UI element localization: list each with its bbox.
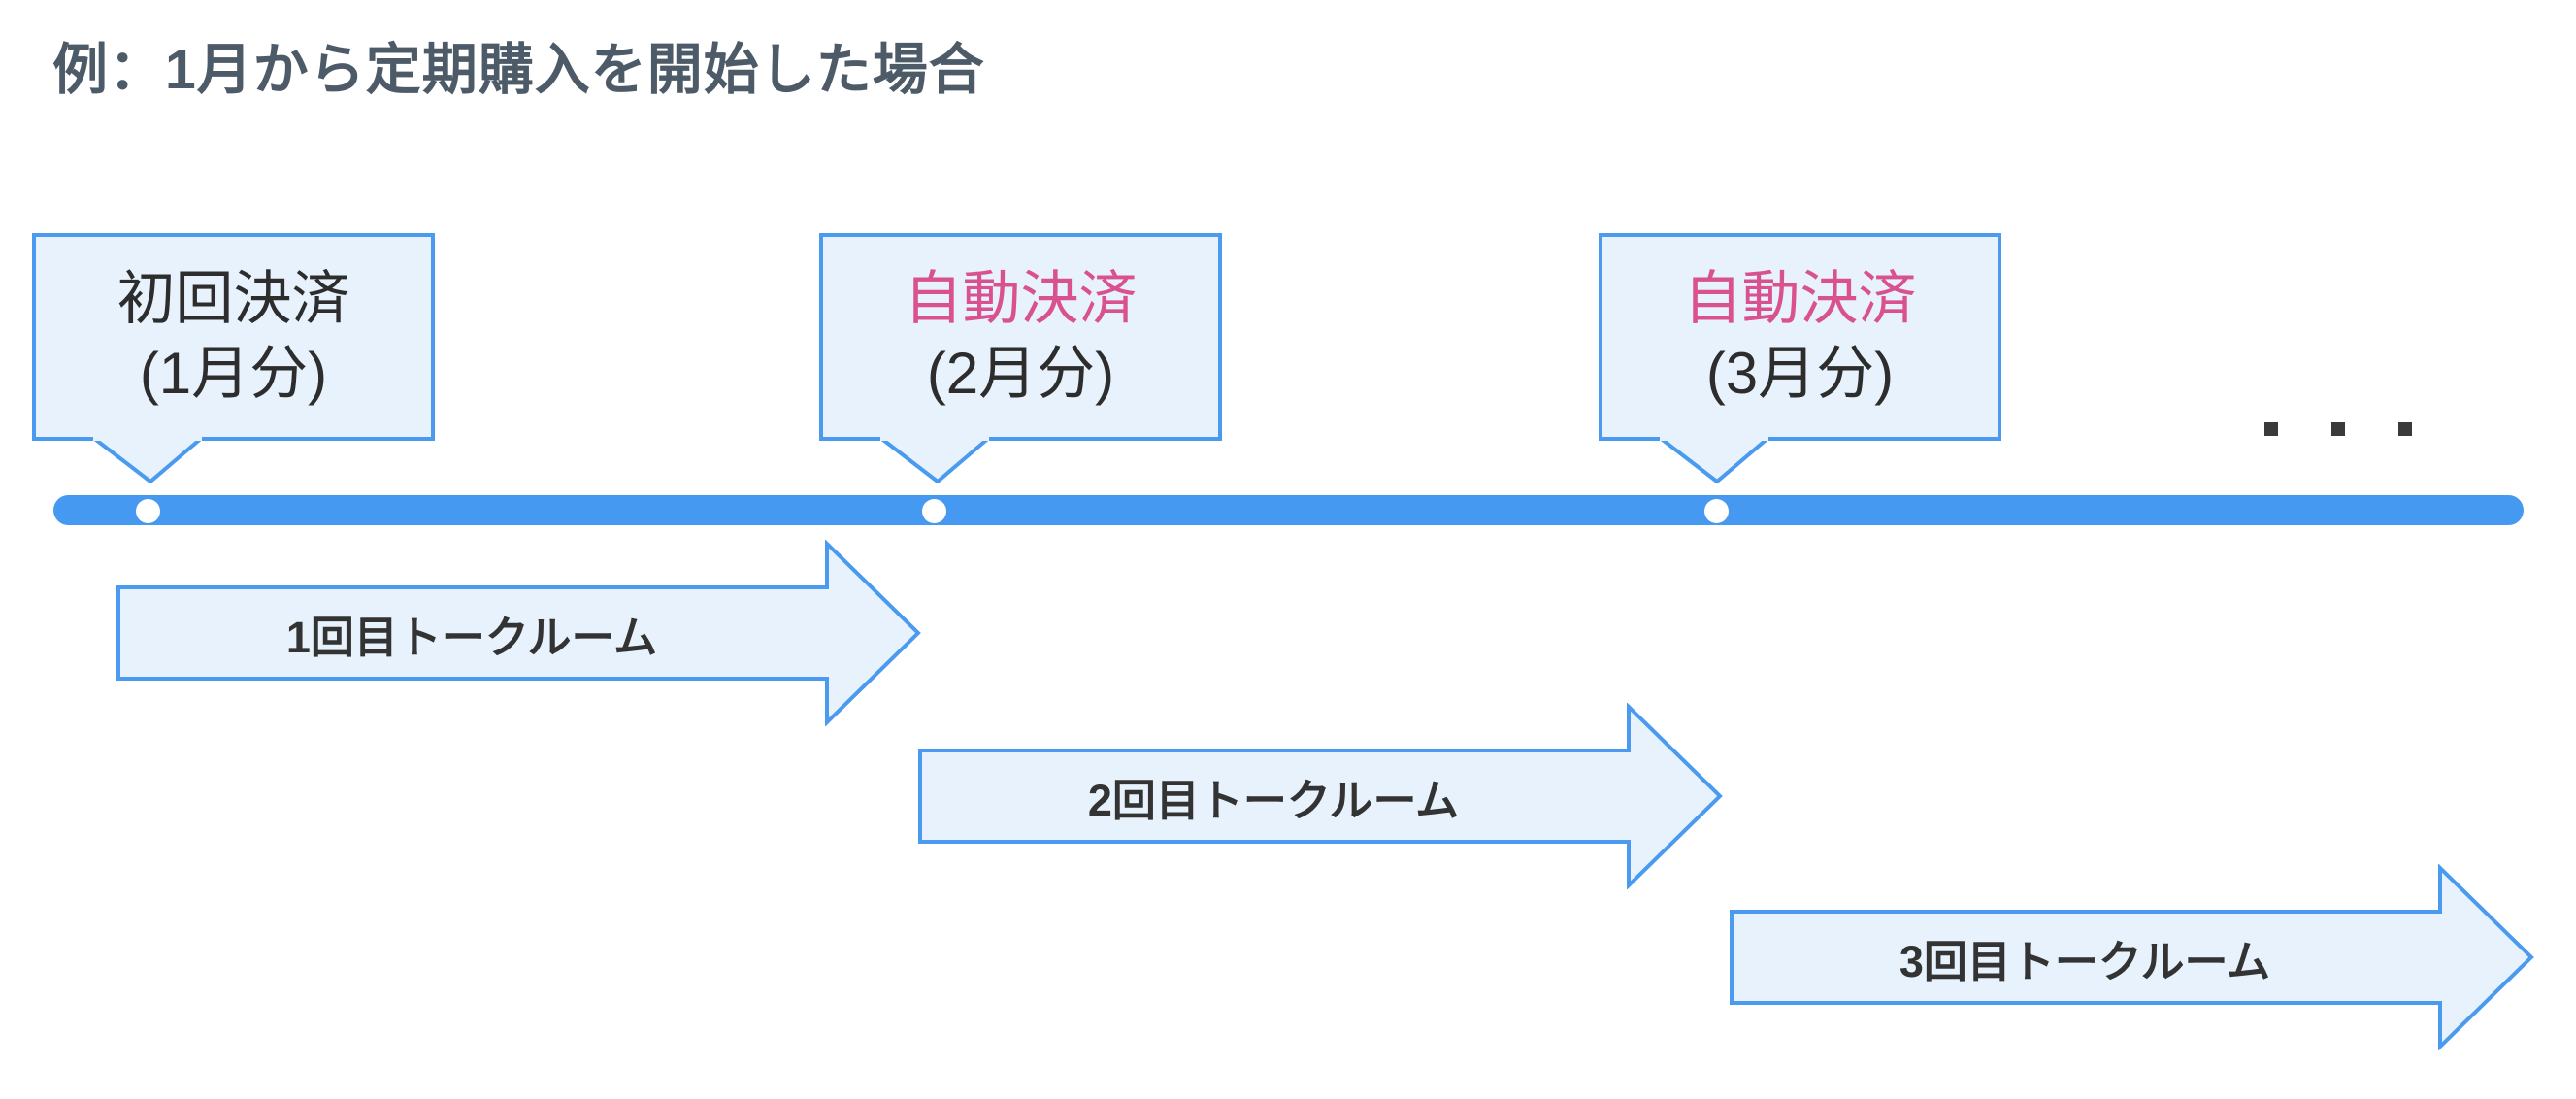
callout-line1: 初回決済 [116,266,350,332]
ellipsis-dot [2264,422,2278,436]
arrow-shape [1730,864,2534,1050]
callout-auto-payment-mar: 自動決済 (3月分) [1599,233,2001,483]
callout-line2: (2月分) [926,341,1115,406]
callout-tail-icon [90,437,205,483]
arrow-label: 1回目トークルーム [285,612,658,662]
timeline-marker-3 [1704,499,1729,523]
callout-line1: 自動決済 [904,266,1138,332]
arrow-label: 3回目トークルーム [1899,936,2271,986]
callout-tail-icon [1657,437,1771,483]
arrow-talkroom-3: 3回目トークルーム [1730,864,2535,1050]
page-title: 例：1月から定期購入を開始した場合 [52,39,985,101]
arrow-label: 2回目トークルーム [1087,775,1460,825]
ellipsis-dots [2264,422,2412,436]
callout-line1: 自動決済 [1683,266,1917,332]
timeline-marker-2 [922,499,946,523]
callout-line2: (3月分) [1705,341,1895,406]
callout-tail-icon [877,437,992,483]
callout-auto-payment-feb: 自動決済 (2月分) [819,233,1222,483]
callout-first-payment: 初回決済 (1月分) [32,233,435,483]
arrow-shape [918,703,1723,889]
timeline-bar [53,495,2524,525]
ellipsis-dot [2331,422,2345,436]
arrow-talkroom-2: 2回目トークルーム [918,703,1724,889]
arrow-talkroom-1: 1回目トークルーム [116,540,922,726]
arrow-shape [116,540,921,726]
timeline-marker-1 [136,499,160,523]
ellipsis-dot [2398,422,2412,436]
callout-line2: (1月分) [139,341,328,406]
